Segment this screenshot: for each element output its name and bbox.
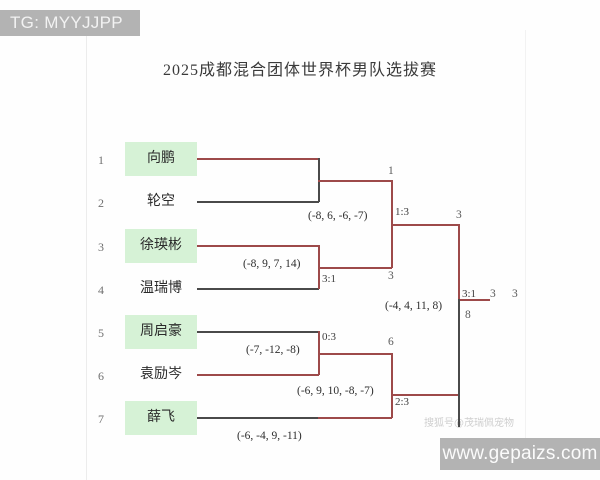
r2-score-lower: 2:3: [395, 396, 410, 408]
player-cell-5[interactable]: 周启豪: [125, 315, 197, 349]
r1-line-p7: [197, 417, 319, 419]
page-title: 2025成都混合团体世界杯男队选拔赛: [162, 62, 437, 79]
player-cell-2[interactable]: 轮空: [147, 194, 175, 209]
seed-number-5: 5: [98, 326, 104, 340]
player-cell-7[interactable]: 薛飞: [125, 401, 197, 435]
r2-games-lower: (-6, 9, 10, -8, -7): [297, 385, 374, 397]
seed-number-1: 1: [98, 153, 104, 167]
seed-number-4: 4: [98, 283, 104, 297]
r1-line-p2: [197, 201, 319, 203]
r1-games-match2: (-7, -12, -8): [246, 344, 300, 356]
champion-line: [458, 299, 490, 301]
champion-seed: 3: [512, 288, 518, 300]
tg-banner: TG: MYYJJPP: [0, 10, 140, 36]
r1-line-p6: [197, 374, 319, 376]
r2-score-upper: 1:3: [395, 206, 410, 218]
r2-feed-lower-top: [318, 353, 392, 355]
player-cell-3[interactable]: 徐瑛彬: [125, 229, 197, 263]
final-winner-seed: 3: [490, 288, 496, 300]
final-loser-drop: [458, 299, 460, 427]
url-watermark: www.gepaizs.com: [440, 438, 600, 470]
r1-score-match2: 0:3: [322, 331, 337, 343]
final-feed-bottom: [391, 394, 459, 396]
r1-line-p5: [197, 331, 319, 333]
final-top-seed: 3: [456, 209, 462, 221]
player-cell-6[interactable]: 袁励岑: [140, 367, 182, 382]
r1-score-match1: 3:1: [322, 273, 337, 285]
r2-feed-lower-bottom: [318, 417, 392, 419]
player-cell-4[interactable]: 温瑞博: [140, 281, 182, 296]
sohu-watermark: 搜狐号@茂瑞佩宠物: [424, 418, 514, 429]
r2-feed-upper-bottom: [318, 267, 392, 269]
seed-number-2: 2: [98, 196, 104, 210]
r2-upper-bottom-seed: 3: [388, 270, 394, 282]
r1-games-match3: (-6, -4, 9, -11): [237, 430, 302, 442]
final-feed-top: [391, 224, 459, 226]
r1-games-match1: (-8, 9, 7, 14): [243, 258, 301, 270]
r2-games-upper: (-8, 6, -6, -7): [308, 210, 368, 222]
player-cell-1[interactable]: 向鹏: [125, 142, 197, 176]
r2-lower-top-seed: 6: [388, 336, 394, 348]
final-score: 3:1: [462, 288, 477, 300]
r2-feed-upper-top: [318, 180, 392, 182]
r1-line-p3: [197, 245, 319, 247]
final-bottom-seed: 8: [465, 309, 471, 321]
r1-line-p1: [197, 158, 319, 160]
seed-number-7: 7: [98, 412, 104, 426]
seed-number-3: 3: [98, 240, 104, 254]
r2-join-lower: [391, 353, 393, 418]
final-games: (-4, 4, 11, 8): [385, 300, 443, 312]
seed-number-6: 6: [98, 369, 104, 383]
r2-upper-top-seed: 1: [388, 165, 394, 177]
r1-line-p4: [197, 288, 319, 290]
